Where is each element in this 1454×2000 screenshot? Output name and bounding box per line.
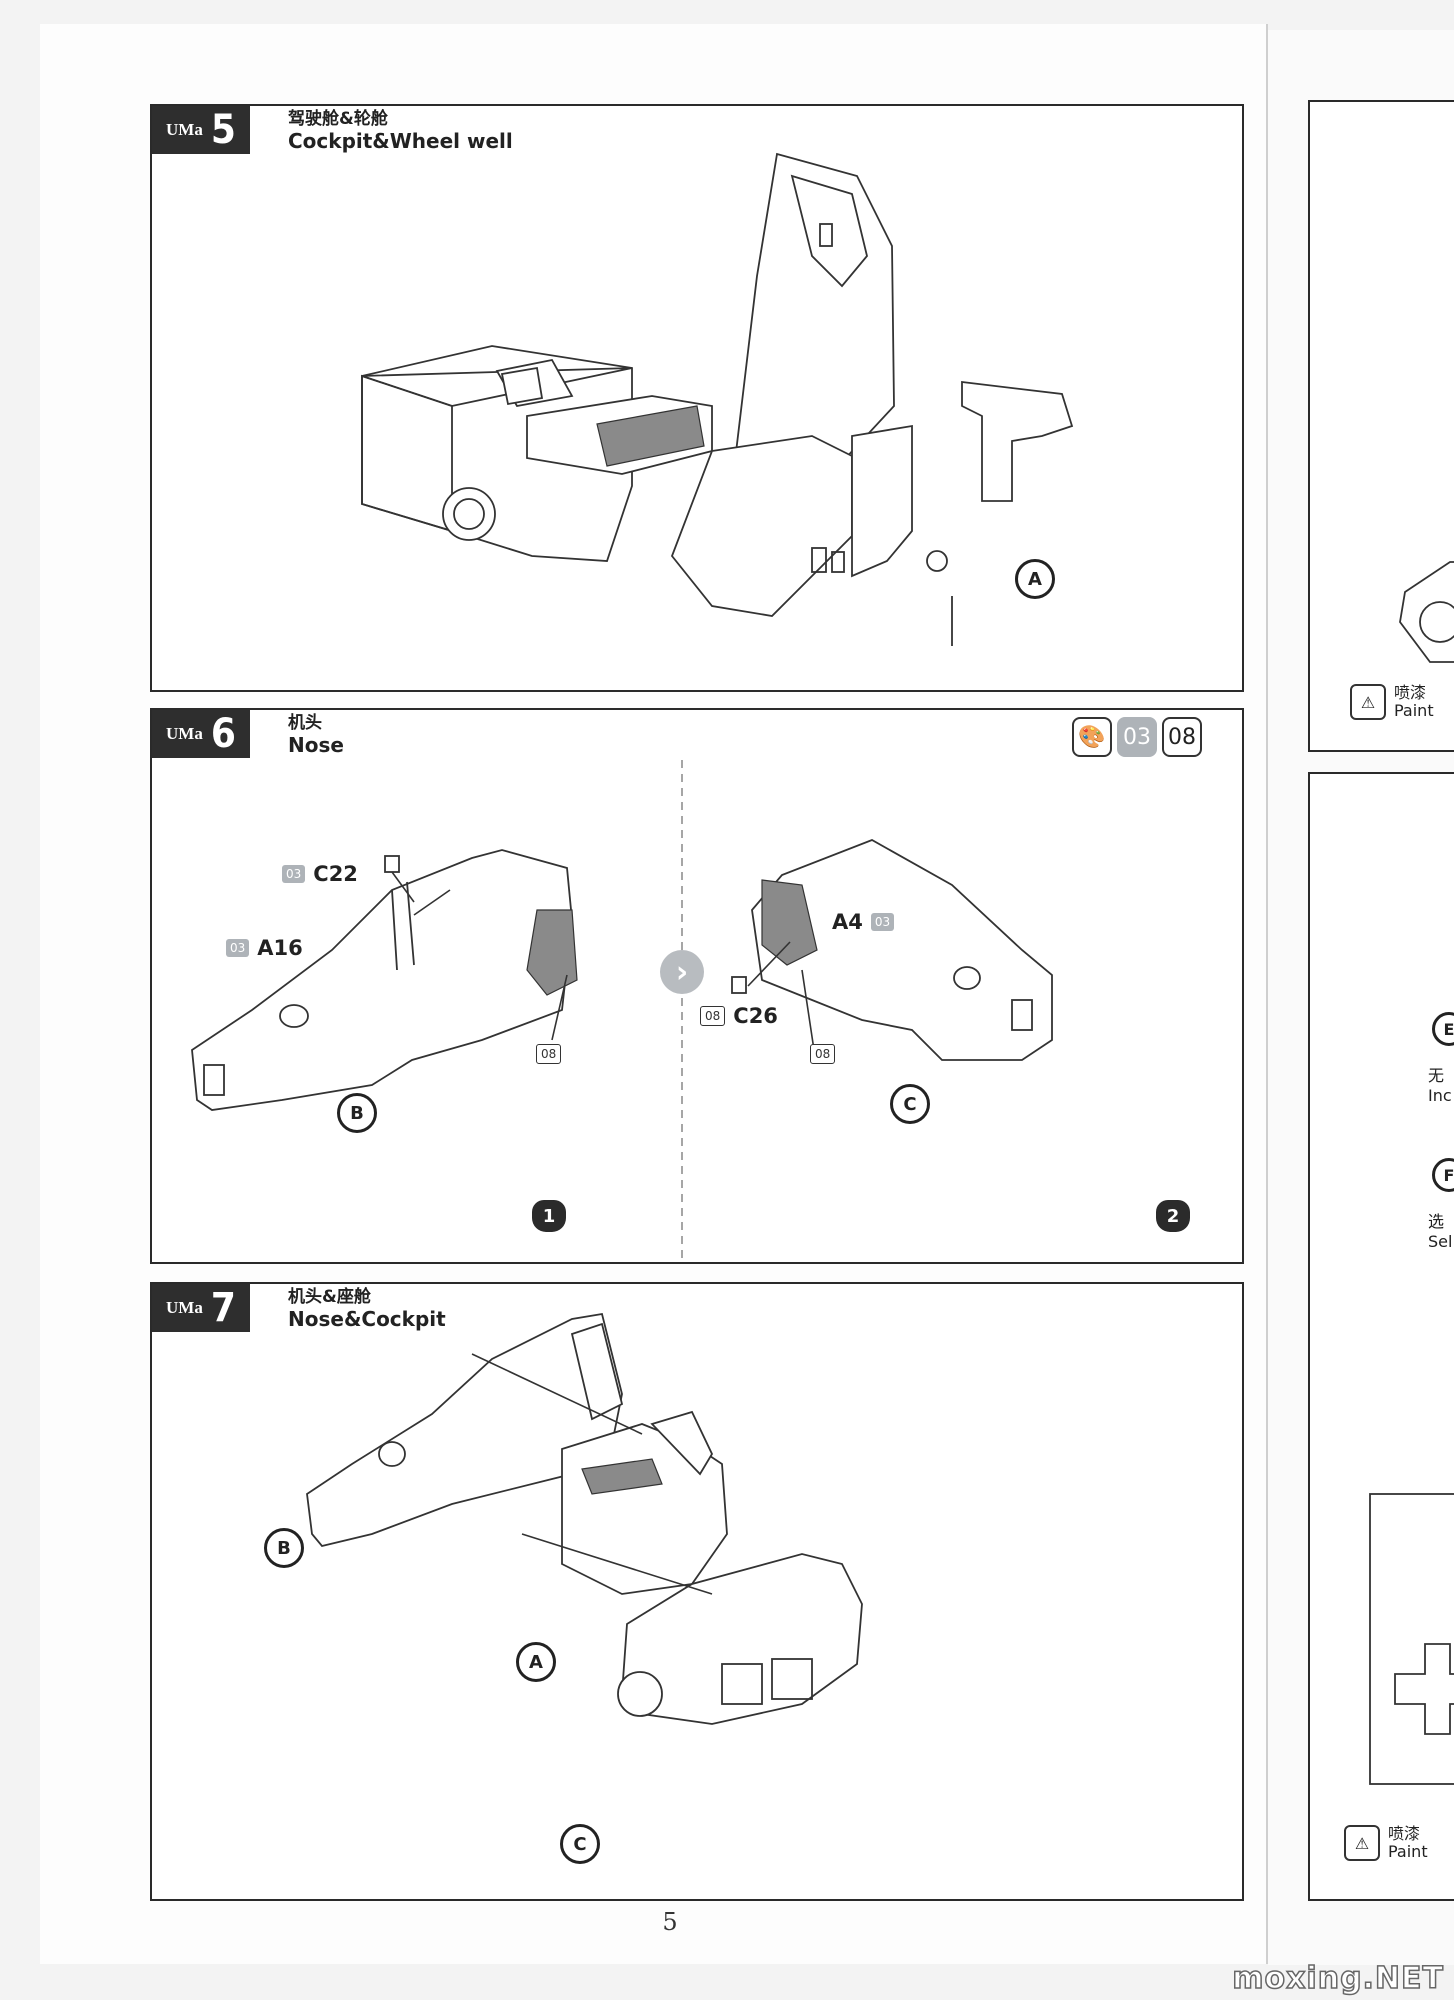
- step-7-panel: UMa 7 机头&座舱 Nose&Cockpit B A C: [150, 1282, 1244, 1901]
- step-9-panel: E 无 Inc F 选 Sel: [1308, 772, 1454, 1901]
- step-title-cn: 机头&座舱: [288, 1287, 371, 1307]
- step-number: 7: [210, 1285, 236, 1331]
- part-number: A16: [257, 936, 303, 960]
- option-letter-F: F: [1432, 1158, 1454, 1192]
- brand-logo: UMa: [166, 120, 203, 139]
- nose-right-half-drawing: [731, 839, 1053, 1061]
- paint-label: 喷漆 Paint: [1394, 684, 1434, 720]
- nose-cockpit-assembly-drawing: [306, 1312, 863, 1725]
- paint-label-cn: 喷漆: [1388, 1824, 1421, 1843]
- assembly-letter-B: B: [264, 1528, 304, 1568]
- part-number: C22: [313, 862, 358, 886]
- option-text-en: Inc: [1428, 1086, 1452, 1105]
- step-8-paint-note: ⚠ 喷漆 Paint: [1350, 684, 1434, 720]
- paint-label: 喷漆 Paint: [1388, 1825, 1428, 1861]
- paint-code: 08: [536, 1044, 562, 1064]
- marking-sample-drawing: [1369, 1493, 1454, 1785]
- step-number: 6: [210, 711, 236, 757]
- paint-code: 03: [870, 913, 895, 931]
- option-letter-E: E: [1432, 1012, 1454, 1046]
- step-title-cn: 机头: [288, 713, 322, 733]
- step-title-en: Cockpit&Wheel well: [288, 129, 513, 153]
- paint-palette-icon: 🎨: [1072, 717, 1112, 757]
- step-9-paint-note: ⚠ 喷漆 Paint: [1344, 1825, 1428, 1861]
- paint-code-badge: 03: [1117, 717, 1157, 757]
- brand-logo: UMa: [166, 724, 203, 743]
- assembly-letter-A: A: [516, 1642, 556, 1682]
- step-number: 5: [210, 107, 236, 153]
- assembly-letter-C: C: [890, 1084, 930, 1124]
- step-title-cn: 驾驶舱&轮舱: [288, 109, 388, 129]
- paint-callout: 08: [810, 1044, 836, 1064]
- paint-code-badge: 08: [1162, 717, 1202, 757]
- step-8-panel: [1308, 100, 1454, 752]
- paint-code: 08: [700, 1006, 726, 1026]
- step-title-en: Nose: [288, 733, 344, 757]
- step-8-drawing: [1399, 561, 1454, 663]
- substep-number: 1: [532, 1200, 566, 1232]
- option-text-en: Sel: [1428, 1232, 1453, 1251]
- page-number: 5: [662, 1908, 678, 1936]
- step-title: 驾驶舱&轮舱 Cockpit&Wheel well: [288, 108, 513, 152]
- substep-number: 2: [1156, 1200, 1190, 1232]
- next-arrow-icon: ›: [660, 950, 704, 994]
- spray-paint-icon: ⚠: [1344, 1825, 1380, 1861]
- paint-callout: 08: [536, 1044, 562, 1064]
- part-label-A4: A4 03: [832, 910, 895, 934]
- paint-label-en: Paint: [1394, 701, 1434, 720]
- option-text-cn: 无: [1428, 1066, 1445, 1085]
- part-number: A4: [832, 910, 863, 934]
- step-5-panel: UMa 5 驾驶舱&轮舱 Cockpit&Wheel well A: [150, 104, 1244, 692]
- watermark: moxing.NET: [1231, 1960, 1444, 1997]
- paint-code: 08: [810, 1044, 836, 1064]
- step-6-tag: UMa 6: [152, 710, 250, 758]
- step-title-en: Nose&Cockpit: [288, 1307, 446, 1331]
- cockpit-assembly-drawing: [361, 152, 1074, 646]
- part-label-A16: 03 A16: [226, 936, 303, 960]
- paint-code: 03: [226, 939, 250, 957]
- spray-paint-icon: ⚠: [1350, 684, 1386, 720]
- option-text-cn: 选: [1428, 1212, 1445, 1231]
- paint-label-cn: 喷漆: [1394, 683, 1427, 702]
- step-6-panel: UMa 6 机头 Nose 🎨 03 08 03 C22 03 A16 08 B…: [150, 708, 1244, 1264]
- part-label-C26: 08 C26: [700, 1004, 778, 1028]
- brand-logo: UMa: [166, 1298, 203, 1317]
- paint-label-en: Paint: [1388, 1842, 1428, 1861]
- assembly-letter-C: C: [560, 1824, 600, 1864]
- part-number: C26: [733, 1004, 778, 1028]
- step-title: 机头 Nose: [288, 712, 344, 756]
- assembly-letter-A: A: [1015, 559, 1055, 599]
- step-5-tag: UMa 5: [152, 106, 250, 154]
- step-title: 机头&座舱 Nose&Cockpit: [288, 1286, 446, 1330]
- nose-left-half-drawing: [191, 849, 578, 1111]
- part-label-C22: 03 C22: [282, 862, 358, 886]
- paint-code: 03: [282, 865, 306, 883]
- assembly-letter-B: B: [337, 1093, 377, 1133]
- step-7-tag: UMa 7: [152, 1284, 250, 1332]
